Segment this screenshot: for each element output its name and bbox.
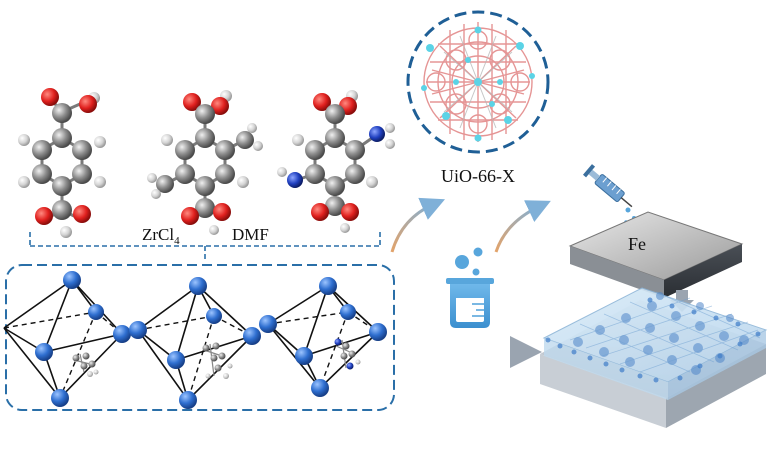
zr-cage-3 [259,277,387,397]
fe-substrate-plate [568,211,744,298]
substrate-label: Fe [628,234,646,254]
zr-cage-1 [3,271,131,407]
reagent-bracket [29,232,381,262]
curved-arrow-to-coating [494,200,551,253]
beaker-icon [446,247,494,328]
linker-methyl-terephthalic-acid [147,90,263,235]
zr-cage-2 [129,277,261,409]
linker-diamino-terephthalic-acid [277,90,395,233]
linker-terephthalic-acid [18,88,106,238]
mof-name-label: UiO-66-X [441,166,515,186]
mof-structure-circle [406,10,550,154]
curved-arrow-to-mof [390,197,445,253]
syringe-icon [582,164,636,224]
reagent-metal-label: ZrCl4 [142,225,180,247]
cage-frame [5,264,395,411]
reagent-solvent-label: DMF [232,225,269,244]
mof-coated-substrate [540,287,768,428]
